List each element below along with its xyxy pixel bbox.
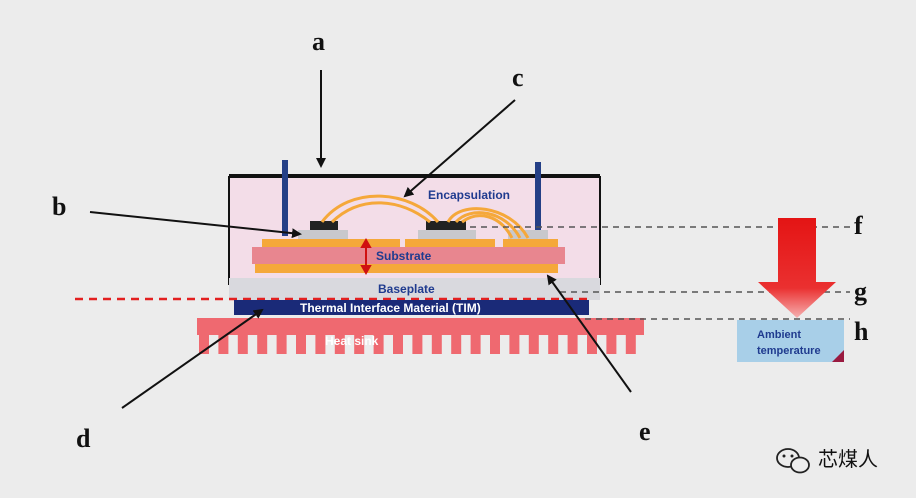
- heat-sink-fin: [451, 335, 462, 354]
- heat-sink-fin: [354, 335, 365, 354]
- die-attach-left: [298, 230, 348, 239]
- thermal-interface-material: [234, 300, 589, 315]
- substrate-ceramic: [252, 247, 565, 264]
- heat-sink-fin: [587, 335, 597, 354]
- heat-sink-fin: [431, 335, 442, 354]
- ambient-temperature-box: [737, 320, 844, 362]
- callout-arrows: [89, 70, 632, 409]
- callout-a: a: [312, 27, 325, 56]
- heat-sink-fin: [490, 335, 500, 354]
- callout-g: g: [854, 277, 867, 306]
- callout-f: f: [854, 211, 863, 240]
- callout-h: h: [854, 317, 869, 346]
- tim-label: Thermal Interface Material (TIM): [300, 301, 481, 315]
- heat-sink-fin: [257, 335, 268, 354]
- heat-sink-fin: [509, 335, 520, 354]
- heat-sink-fin: [567, 335, 578, 354]
- heat-sink-fin: [334, 335, 345, 354]
- substrate-top-copper-left: [262, 239, 400, 247]
- terminal-lead-left: [282, 160, 288, 236]
- heat-sink-fin: [237, 335, 248, 354]
- ambient-label-line1: Ambient: [757, 329, 801, 341]
- terminal-lead-right: [535, 162, 541, 236]
- bond-wires: [320, 194, 530, 239]
- heat-sink-fin: [625, 335, 636, 354]
- callout-d: d: [76, 424, 91, 453]
- heat-sink-label: Heat sink: [325, 334, 379, 348]
- chip-left: [310, 221, 338, 230]
- heat-sink-fin: [393, 335, 403, 354]
- callout-c: c: [512, 63, 524, 92]
- ambient-label-line2: temperature: [757, 345, 821, 357]
- heat-flow-arrow: [758, 218, 836, 318]
- die-attach-right: [418, 230, 476, 239]
- baseplate-label: Baseplate: [378, 282, 435, 296]
- ambient-box-corner-mark: [832, 350, 844, 362]
- substrate-thickness-arrow: [360, 237, 372, 276]
- heat-sink-fin: [373, 335, 384, 354]
- heat-sink-fin: [315, 335, 326, 354]
- heat-sink-fin: [548, 335, 559, 354]
- substrate-top-copper-mid: [405, 239, 495, 247]
- substrate-label: Substrate: [376, 249, 432, 263]
- heat-sink-fin: [412, 335, 423, 354]
- callout-e: e: [639, 417, 651, 446]
- watermark-text: 芯煤人: [818, 447, 878, 471]
- watermark: 芯煤人: [776, 447, 878, 474]
- heat-sink-base: [197, 318, 644, 335]
- substrate-bottom-copper: [255, 264, 558, 273]
- heat-sink-fin: [218, 335, 229, 354]
- heat-sink-fin: [528, 335, 539, 354]
- baseplate: [229, 278, 600, 300]
- encapsulation-label: Encapsulation: [428, 188, 510, 202]
- leader-lines: [470, 226, 850, 320]
- heat-sink-fin: [606, 335, 617, 354]
- heat-sink-fin: [199, 335, 209, 354]
- wechat-icon: [776, 448, 810, 474]
- chip-right: [426, 221, 466, 230]
- heat-sink-fin: [296, 335, 306, 354]
- substrate-top-copper-right: [503, 239, 558, 247]
- heat-sink-fins: [199, 335, 636, 354]
- callout-b: b: [52, 192, 66, 221]
- heat-sink-fin: [276, 335, 287, 354]
- pad-right: [508, 230, 548, 239]
- heat-sink-fin: [470, 335, 481, 354]
